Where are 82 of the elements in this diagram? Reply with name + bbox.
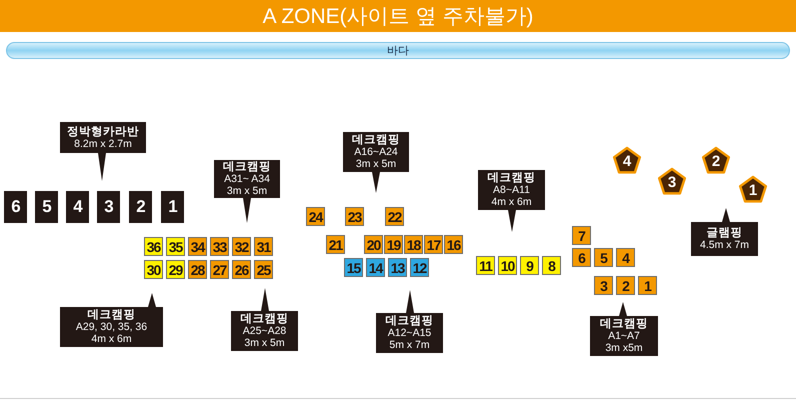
campsite-plot: 11 <box>476 256 495 275</box>
callout-text: 3m x 5m <box>356 158 396 170</box>
callout <box>590 302 658 356</box>
callout <box>60 293 163 347</box>
title-banner: A ZONE(사이트 옆 주차불가) <box>0 0 796 32</box>
callout-heading: 데크캠핑 <box>600 318 648 330</box>
campsite-plot: 22 <box>385 207 404 226</box>
campsite-plot: 36 <box>144 237 163 256</box>
campsite-plot: 6 <box>572 248 591 267</box>
campsite-plot: 21 <box>326 235 345 254</box>
campsite-plot: 13 <box>388 258 407 277</box>
campsite-plot: 17 <box>424 235 443 254</box>
campsite-plot: 25 <box>254 260 273 279</box>
campsite-plot: 32 <box>232 237 251 256</box>
campsite-plot: 12 <box>410 258 429 277</box>
campsite-plot: 19 <box>384 235 403 254</box>
glamping-site-marker: 3 <box>657 166 687 196</box>
callout-heading: 데크캠핑 <box>386 315 434 327</box>
glamping-site-marker: 2 <box>701 145 731 175</box>
campsite-plot: 1 <box>638 276 657 295</box>
campsite-plot: 8 <box>542 256 561 275</box>
callout-heading: 데크캠핑 <box>352 134 400 146</box>
callout-text: 4m x 6m <box>91 333 132 345</box>
campsite-plot: 16 <box>444 235 463 254</box>
callout <box>231 288 298 351</box>
campsite-plot: 3 <box>594 276 613 295</box>
callout-heading: 글램핑 <box>706 227 742 239</box>
callout-text: 3m x 5m <box>226 185 268 197</box>
campsite-plot: 5 <box>594 248 613 267</box>
callout <box>343 132 409 193</box>
callout-text: A1~A7 <box>608 330 640 342</box>
callout-text: A8~A11 <box>493 184 530 196</box>
callout-text: 5m x 7m <box>389 339 430 351</box>
callout-text: 3m x 5m <box>244 337 285 349</box>
campsite-plot: 1 <box>161 191 184 223</box>
campsite-plot: 10 <box>498 256 517 275</box>
callout-text: 8.2m x 2.7m <box>74 138 132 150</box>
campsite-plot: 24 <box>306 207 325 226</box>
campsite-plot: 29 <box>166 260 185 279</box>
campsite-plot: 7 <box>572 226 591 245</box>
campsite-plot: 20 <box>364 235 383 254</box>
callout-text: A31~ A34 <box>224 173 270 185</box>
callout-heading: 데크캠핑 <box>88 309 136 321</box>
callout-text: A29, 30, 35, 36 <box>76 321 148 333</box>
campsite-plot: 18 <box>404 235 423 254</box>
campsite-plot: 9 <box>520 256 539 275</box>
callout <box>376 290 443 353</box>
callout-text: A25~A28 <box>242 325 286 337</box>
campsite-plot: 27 <box>210 260 229 279</box>
campsite-plot: 35 <box>166 237 185 256</box>
campsite-plot: 4 <box>616 248 635 267</box>
sea-band: 바다 <box>6 42 790 59</box>
callout-text: A12~A15 <box>388 327 432 339</box>
callout-heading: 데크캠핑 <box>223 161 271 173</box>
callout-text: A16~A24 <box>354 146 398 158</box>
callout-text: 4m x 6m <box>491 196 532 208</box>
campsite-plot: 4 <box>66 191 89 223</box>
callout-heading: 정박형카라반 <box>67 126 139 138</box>
callout <box>60 122 146 181</box>
campsite-plot: 5 <box>35 191 58 223</box>
callout <box>214 160 280 223</box>
campsite-plot: 23 <box>345 207 364 226</box>
callout-text: 4.5m x 7m <box>700 239 749 251</box>
campsite-plot: 6 <box>4 191 27 223</box>
callout-heading: 데크캠핑 <box>488 172 536 184</box>
callout <box>478 170 545 232</box>
campsite-plot: 15 <box>344 258 363 277</box>
campsite-plot: 30 <box>144 260 163 279</box>
campsite-plot: 28 <box>188 260 207 279</box>
callout <box>691 208 758 256</box>
glamping-site-marker: 4 <box>612 145 642 175</box>
glamping-site-marker: 1 <box>738 174 768 204</box>
campsite-plot: 34 <box>188 237 207 256</box>
campsite-plot: 14 <box>366 258 385 277</box>
callout-heading: 데크캠핑 <box>240 313 288 325</box>
campsite-plot: 26 <box>232 260 251 279</box>
campsite-plot: 2 <box>129 191 152 223</box>
campsite-plot: 31 <box>254 237 273 256</box>
callout-text: 3m x5m <box>605 342 643 354</box>
campsite-plot: 3 <box>97 191 120 223</box>
campsite-plot: 33 <box>210 237 229 256</box>
campsite-plot: 2 <box>616 276 635 295</box>
